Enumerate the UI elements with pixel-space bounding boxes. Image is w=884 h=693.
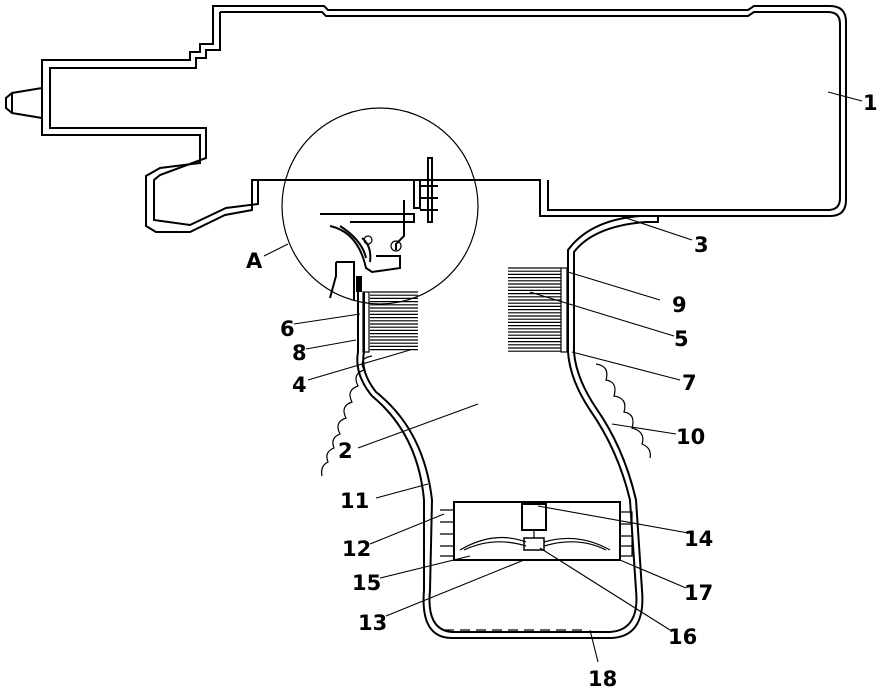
heat-sink-left <box>370 292 418 350</box>
heat-sink-right <box>508 268 561 351</box>
label-a: A <box>246 249 263 273</box>
label-6: 6 <box>280 317 295 341</box>
label-8: 8 <box>292 341 307 365</box>
label-5: 5 <box>674 327 689 351</box>
label-3: 3 <box>694 233 709 257</box>
label-4: 4 <box>292 373 307 397</box>
label-16: 16 <box>668 625 697 649</box>
label-14: 14 <box>684 527 713 551</box>
label-12: 12 <box>342 537 371 561</box>
label-13: 13 <box>358 611 387 635</box>
label-10: 10 <box>676 425 705 449</box>
label-18: 18 <box>588 667 617 691</box>
detail-a-circle <box>282 108 478 304</box>
label-1: 1 <box>863 91 878 115</box>
label-15: 15 <box>352 571 381 595</box>
label-11: 11 <box>340 489 369 513</box>
fan-box <box>440 502 632 560</box>
label-9: 9 <box>672 293 687 317</box>
label-7: 7 <box>682 371 697 395</box>
label-2: 2 <box>338 439 353 463</box>
label-17: 17 <box>684 581 713 605</box>
